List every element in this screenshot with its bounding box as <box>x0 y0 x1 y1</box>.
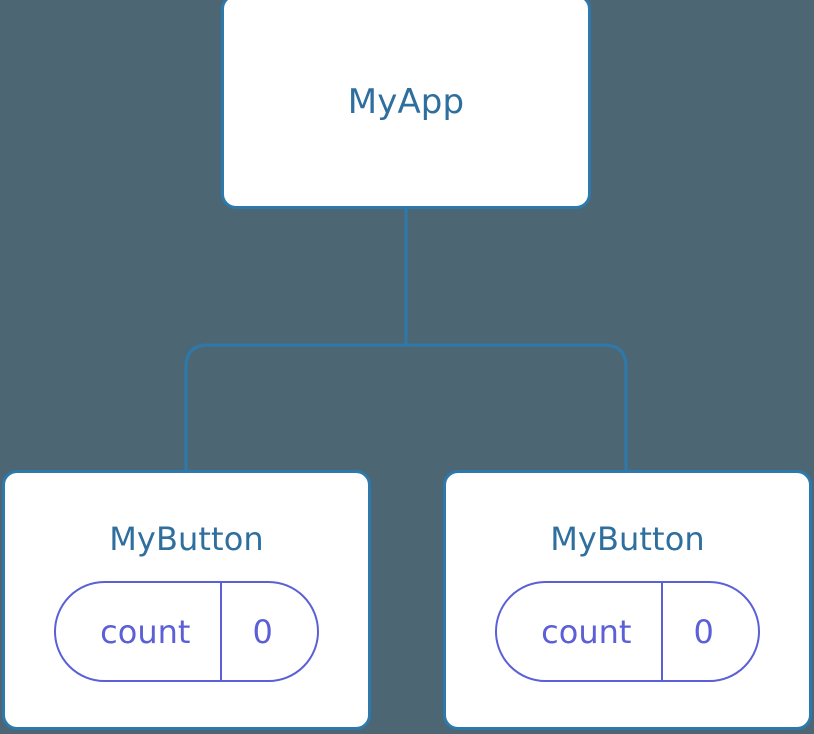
state-pill-divider <box>661 583 664 680</box>
state-value-label: 0 <box>693 612 714 651</box>
state-key-label: count <box>541 612 632 651</box>
node-title: MyApp <box>347 81 465 122</box>
state-value-label: 0 <box>252 612 273 651</box>
state-pill[interactable]: count 0 <box>54 581 319 682</box>
node-myapp[interactable]: MyApp <box>221 0 591 209</box>
node-mybutton-right[interactable]: MyButton count 0 <box>443 470 812 730</box>
edge-to-right-child <box>406 343 628 472</box>
state-pill[interactable]: count 0 <box>495 581 760 682</box>
node-title: MyButton <box>109 520 264 558</box>
state-pill-divider <box>220 583 223 680</box>
edge-to-left-child <box>184 343 406 472</box>
state-key-label: count <box>100 612 191 651</box>
node-title: MyButton <box>550 520 705 558</box>
node-mybutton-left[interactable]: MyButton count 0 <box>2 470 371 730</box>
